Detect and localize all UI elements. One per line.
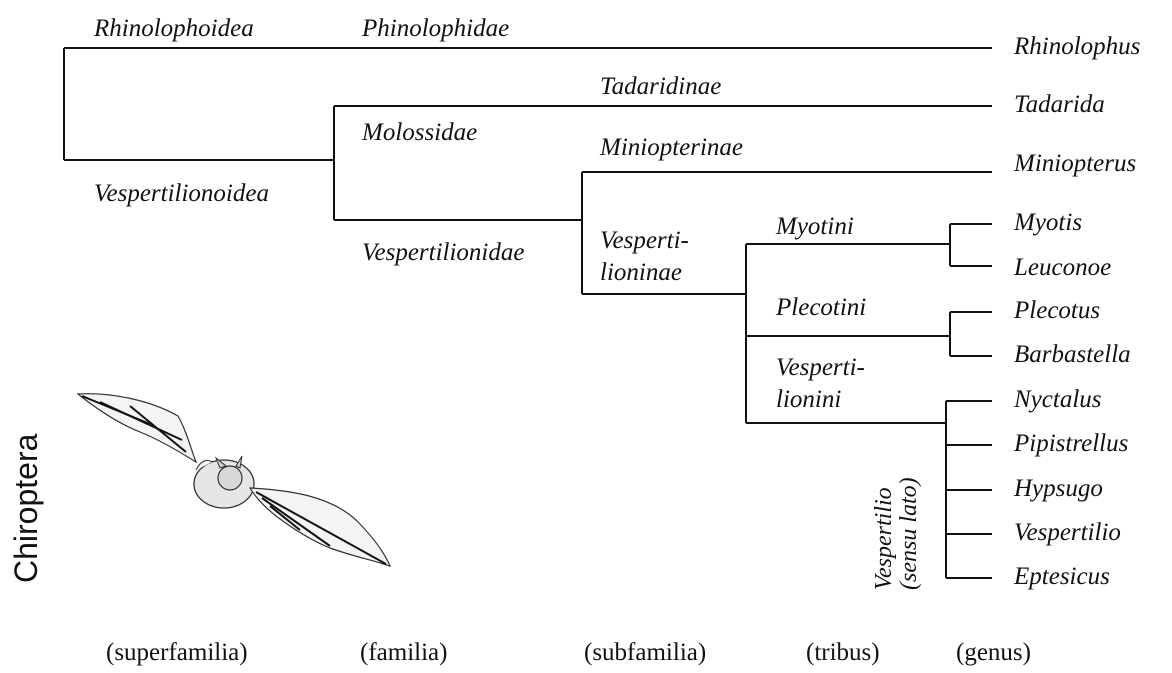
rank-tribus: (tribus) bbox=[806, 640, 880, 665]
rank-superfamilia: (superfamilia) bbox=[106, 640, 248, 665]
bat-illustration bbox=[78, 394, 390, 566]
genus-hypsugo: Hypsugo bbox=[1014, 476, 1103, 501]
genus-nyctalus: Nyctalus bbox=[1014, 387, 1102, 412]
bat-head bbox=[218, 466, 242, 490]
subfamily-miniopterinae: Miniopterinae bbox=[600, 135, 743, 160]
superfamily-rhinolophoidea: Rhinolophoidea bbox=[94, 16, 254, 41]
genus-eptesicus: Eptesicus bbox=[1014, 564, 1110, 589]
rank-familia: (familia) bbox=[360, 640, 447, 665]
genus-tadarida: Tadarida bbox=[1014, 92, 1105, 117]
genus-pipistrellus: Pipistrellus bbox=[1014, 431, 1128, 456]
bat-left-wing bbox=[78, 394, 196, 462]
rank-subfamilia: (subfamilia) bbox=[584, 640, 706, 665]
family-rhinolophidae: Phinolophidae bbox=[362, 16, 509, 41]
family-vespertilionidae: Vespertilionidae bbox=[362, 240, 524, 265]
rank-genus: (genus) bbox=[956, 640, 1031, 665]
vespertilio-sensu-lato-label: Vespertilio (sensu lato) bbox=[872, 477, 922, 590]
genus-vespertilio: Vespertilio bbox=[1014, 520, 1121, 545]
genus-miniopterus: Miniopterus bbox=[1014, 151, 1136, 176]
genus-barbastella: Barbastella bbox=[1014, 342, 1131, 367]
subfamily-vespertilioninae-line2: lioninae bbox=[600, 260, 682, 285]
genus-myotis: Myotis bbox=[1014, 210, 1082, 235]
family-molossidae: Molossidae bbox=[362, 120, 477, 145]
subfamily-vespertilioninae-line1: Vesperti- bbox=[600, 228, 689, 253]
genus-plecotus: Plecotus bbox=[1014, 298, 1100, 323]
superfamily-vespertilionoidea: Vespertilionoidea bbox=[94, 181, 269, 206]
order-label-chiroptera: Chiroptera bbox=[10, 434, 42, 583]
genus-leuconoe: Leuconoe bbox=[1014, 255, 1111, 280]
subfamily-tadaridinae: Tadaridinae bbox=[600, 74, 721, 99]
genus-rhinolophus: Rhinolophus bbox=[1014, 34, 1140, 59]
tribe-myotini: Myotini bbox=[776, 214, 854, 239]
tribe-vespertilionini-line2: lionini bbox=[776, 387, 841, 412]
vespertilio-group-line2: (sensu lato) bbox=[897, 477, 922, 590]
vespertilio-group-line1: Vespertilio bbox=[872, 477, 897, 590]
tribe-vespertilionini-line1: Vesperti- bbox=[776, 355, 865, 380]
tribe-plecotini: Plecotini bbox=[776, 295, 866, 320]
